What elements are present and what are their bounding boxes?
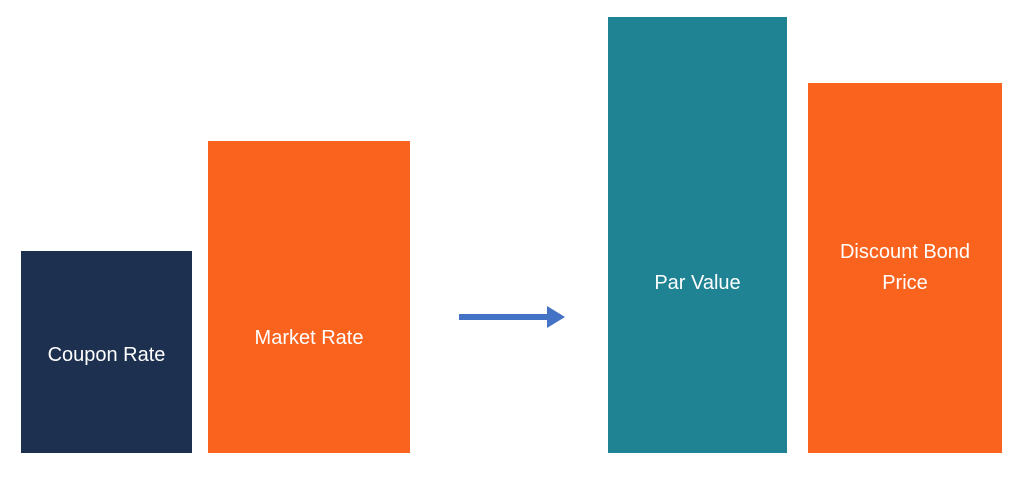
discount-bond-price-box: Discount Bond Price	[808, 83, 1002, 453]
coupon-rate-label: Coupon Rate	[47, 344, 166, 366]
par-value-box: Par Value	[608, 17, 787, 453]
discount-bond-price-label: Discount Bond Price	[839, 241, 971, 294]
market-rate-label: Market Rate	[254, 327, 364, 349]
market-rate-box: Market Rate	[208, 141, 410, 453]
right-arrow-icon	[459, 306, 565, 328]
par-value-label: Par Value	[654, 272, 741, 294]
coupon-rate-box: Coupon Rate	[21, 251, 192, 453]
